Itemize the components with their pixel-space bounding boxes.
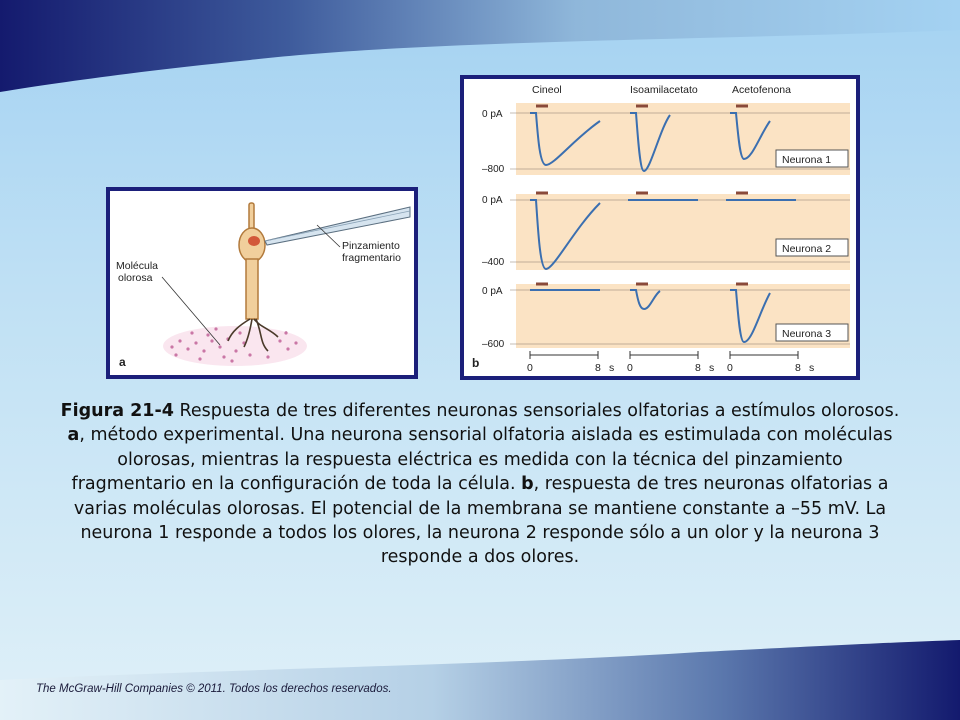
x-axes: [529, 351, 799, 359]
x-tick-8-col1: 8: [595, 362, 601, 374]
caption-part-1: Respuesta de tres diferentes neuronas se…: [173, 401, 900, 421]
caption-part-3: , respuesta de tres neuronas olfatorias …: [73, 474, 889, 568]
n3-y-top-label: 0 pA: [482, 286, 503, 297]
caption-part-2: , método experimental. Una neurona senso…: [71, 425, 893, 495]
x-tick-0-col3: 0: [727, 362, 733, 374]
column-header-cineol: Cineol: [532, 84, 562, 96]
n1-y-bottom-label: –800: [482, 164, 505, 175]
odor-molecules-dots: [170, 327, 298, 363]
x-tick-0-col1: 0: [527, 362, 533, 374]
x-tick-8-col2: 8: [695, 362, 701, 374]
panel-b-letter: b: [472, 356, 479, 370]
column-header-isoamilacetato: Isoamilacetato: [630, 84, 698, 96]
column-header-acetofenona: Acetofenona: [732, 84, 791, 96]
top-decorative-band: [0, 0, 960, 92]
panel-a-method-diagram: Pinzamiento fragmentario Molécula oloros…: [106, 187, 418, 379]
caption-figure-label: Figura 21-4: [60, 401, 174, 421]
trace-n3-acetofenona: [730, 289, 771, 344]
label-olorosa: olorosa: [118, 272, 153, 284]
neuron-1-label-box: Neurona 1: [775, 149, 849, 168]
response-traces: [530, 112, 796, 344]
trace-n3-isoamilacetato: [630, 289, 661, 311]
n2-y-bottom-label: –400: [482, 257, 505, 268]
caption-letter-a: a: [67, 425, 80, 446]
trace-n1-cineol: [530, 112, 601, 167]
neuron-2-band: [516, 194, 850, 270]
x-unit-col3: s: [809, 362, 814, 374]
cell-nucleus: [248, 236, 260, 246]
stimulus-bars: [536, 104, 748, 286]
neuron-3-label-box: Neurona 3: [775, 323, 849, 342]
x-unit-col1: s: [609, 362, 614, 374]
trace-n1-isoamilacetato: [630, 112, 671, 173]
x-tick-0-col2: 0: [627, 362, 633, 374]
x-tick-8-col3: 8: [795, 362, 801, 374]
caption-letter-b: b: [521, 474, 534, 495]
neuron-2-label: Neurona 2: [782, 243, 831, 255]
panel-b-response-chart: Cineol Isoamilacetato Acetofenona 0 pA –…: [460, 75, 860, 380]
label-molecula: Molécula: [116, 260, 158, 272]
x-unit-col2: s: [709, 362, 714, 374]
label-fragmentario: fragmentario: [342, 252, 401, 264]
neuron-3-label: Neurona 3: [782, 328, 831, 340]
copyright-footer: The McGraw-Hill Companies © 2011. Todos …: [36, 683, 392, 695]
n3-y-bottom-label: –600: [482, 339, 505, 350]
n1-y-top-label: 0 pA: [482, 109, 503, 120]
bottom-decorative-band: [0, 640, 960, 720]
panel-a-letter: a: [119, 355, 126, 369]
patch-pipette-icon: [264, 206, 411, 246]
trace-n1-acetofenona: [730, 112, 771, 161]
trace-n2-cineol: [530, 199, 601, 271]
figure-caption: Figura 21-4 Respuesta de tres diferentes…: [60, 399, 900, 570]
neuron-1-label: Neurona 1: [782, 154, 831, 166]
label-pinzamiento: Pinzamiento: [342, 240, 400, 252]
neuron-2-label-box: Neurona 2: [775, 238, 849, 257]
n2-y-top-label: 0 pA: [482, 195, 503, 206]
